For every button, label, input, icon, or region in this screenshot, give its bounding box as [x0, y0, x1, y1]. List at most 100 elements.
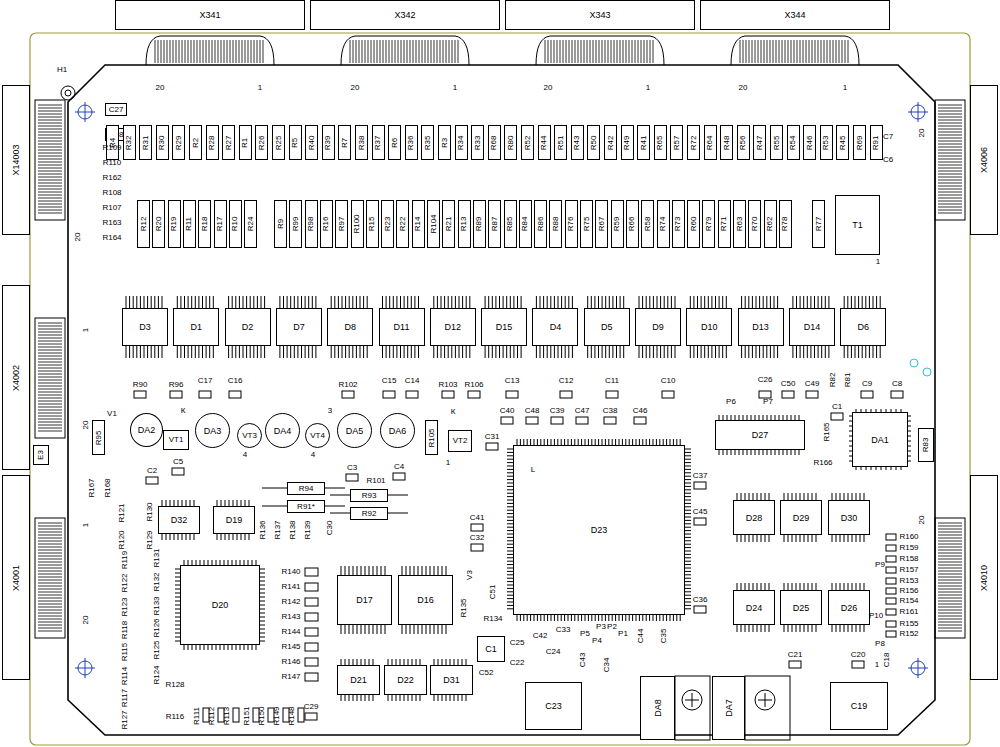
reference-designator: R20 [155, 217, 163, 232]
pad [471, 544, 483, 551]
pin-line [685, 530, 691, 531]
connector-pin [938, 622, 962, 623]
pin-line [450, 695, 451, 701]
silkscreen-label: R108 [102, 189, 121, 197]
pin-line [832, 535, 833, 542]
pin-line [745, 583, 746, 590]
pin-line [666, 615, 667, 621]
pin-line [260, 617, 265, 618]
fiducial [910, 359, 918, 367]
pin-line [788, 535, 789, 542]
silkscreen-label: R151 [243, 706, 251, 725]
pin-line [685, 483, 691, 484]
component-outline: D19 [213, 506, 255, 534]
pin-line [685, 551, 691, 552]
reference-designator: DA4 [274, 426, 292, 435]
pin-line [418, 296, 419, 308]
connector-pin [938, 595, 962, 596]
pin-line [294, 346, 295, 358]
component-outline: X4006 [970, 85, 998, 235]
silkscreen-label: H1 [57, 66, 67, 74]
reference-designator: R19 [170, 217, 178, 232]
pin-line [657, 296, 658, 308]
pin-line [192, 645, 193, 650]
connector-pin [653, 40, 654, 63]
pin-line [808, 583, 809, 590]
silkscreen-label: R107 [102, 204, 121, 212]
component-outline: D9 [635, 308, 681, 346]
pin-line [499, 296, 500, 308]
pin-line [426, 625, 427, 634]
connector-pin [938, 589, 962, 590]
reference-designator: R13 [460, 217, 468, 232]
pin-line [308, 296, 309, 308]
reference-designator: D30 [841, 513, 858, 522]
pin-line [664, 296, 665, 308]
component-outline: D27 [715, 420, 805, 450]
pin-line [685, 469, 691, 470]
pin-line [808, 493, 809, 500]
pin-line [752, 296, 753, 308]
silkscreen-label: 1 [875, 661, 879, 669]
reference-designator: R83 [922, 438, 930, 453]
component-outline: R56 [737, 125, 750, 160]
pin-line [865, 296, 866, 308]
reference-designator: R99 [292, 217, 300, 232]
pin-line [360, 296, 361, 308]
silkscreen-label: R143 [281, 613, 300, 621]
pin-line [828, 296, 829, 308]
pin-line [908, 436, 911, 437]
silkscreen-label: 1 [876, 258, 880, 266]
reference-designator: X341 [199, 11, 220, 20]
connector-pin [173, 40, 174, 63]
pin-line [862, 346, 863, 358]
pin-line [685, 513, 691, 514]
pad [694, 518, 706, 525]
connector-pin [425, 40, 426, 63]
silkscreen-label: R119 [121, 551, 129, 570]
pin-line [446, 566, 447, 575]
silkscreen-label: C14 [405, 377, 420, 385]
pin-line [438, 625, 439, 634]
pin-line [816, 625, 817, 632]
pin-line [279, 296, 280, 308]
reference-designator: DA7 [724, 699, 733, 717]
pin-line [788, 583, 789, 590]
connector-pin [767, 40, 768, 63]
silkscreen-label: R161 [899, 608, 918, 616]
connector-shroud [35, 318, 65, 438]
pin-line [360, 346, 361, 358]
component-outline: D8 [327, 308, 373, 346]
reference-designator: R27 [225, 135, 233, 150]
pin-line [377, 566, 378, 575]
pin-line [499, 346, 500, 358]
connector-pin [170, 40, 171, 63]
pin-line [202, 296, 203, 308]
connector-pin [218, 40, 219, 63]
connector-pin [242, 40, 243, 63]
pin-line [561, 615, 562, 621]
connector-pin [938, 610, 962, 611]
pin-line [389, 296, 390, 308]
pad [886, 534, 896, 540]
pin-line [466, 296, 467, 308]
connector-pin [446, 40, 447, 63]
component-outline: D22 [384, 665, 427, 695]
reference-designator: R36 [407, 135, 415, 150]
connector-pin [248, 40, 249, 63]
connector-pin [845, 40, 846, 63]
pin-line [774, 346, 775, 358]
pin-line [488, 346, 489, 358]
pin-line [349, 296, 350, 308]
connector-pin [38, 365, 62, 366]
silkscreen-label: C47 [575, 407, 590, 415]
pin-line [769, 493, 770, 500]
pin-line [154, 296, 155, 308]
pin-line [844, 346, 845, 358]
pin-line [385, 625, 386, 634]
reference-designator: D31 [443, 676, 460, 685]
pin-line [908, 421, 911, 422]
connector-pin [638, 40, 639, 63]
pin-line [126, 296, 127, 308]
connector-pin [38, 147, 62, 148]
